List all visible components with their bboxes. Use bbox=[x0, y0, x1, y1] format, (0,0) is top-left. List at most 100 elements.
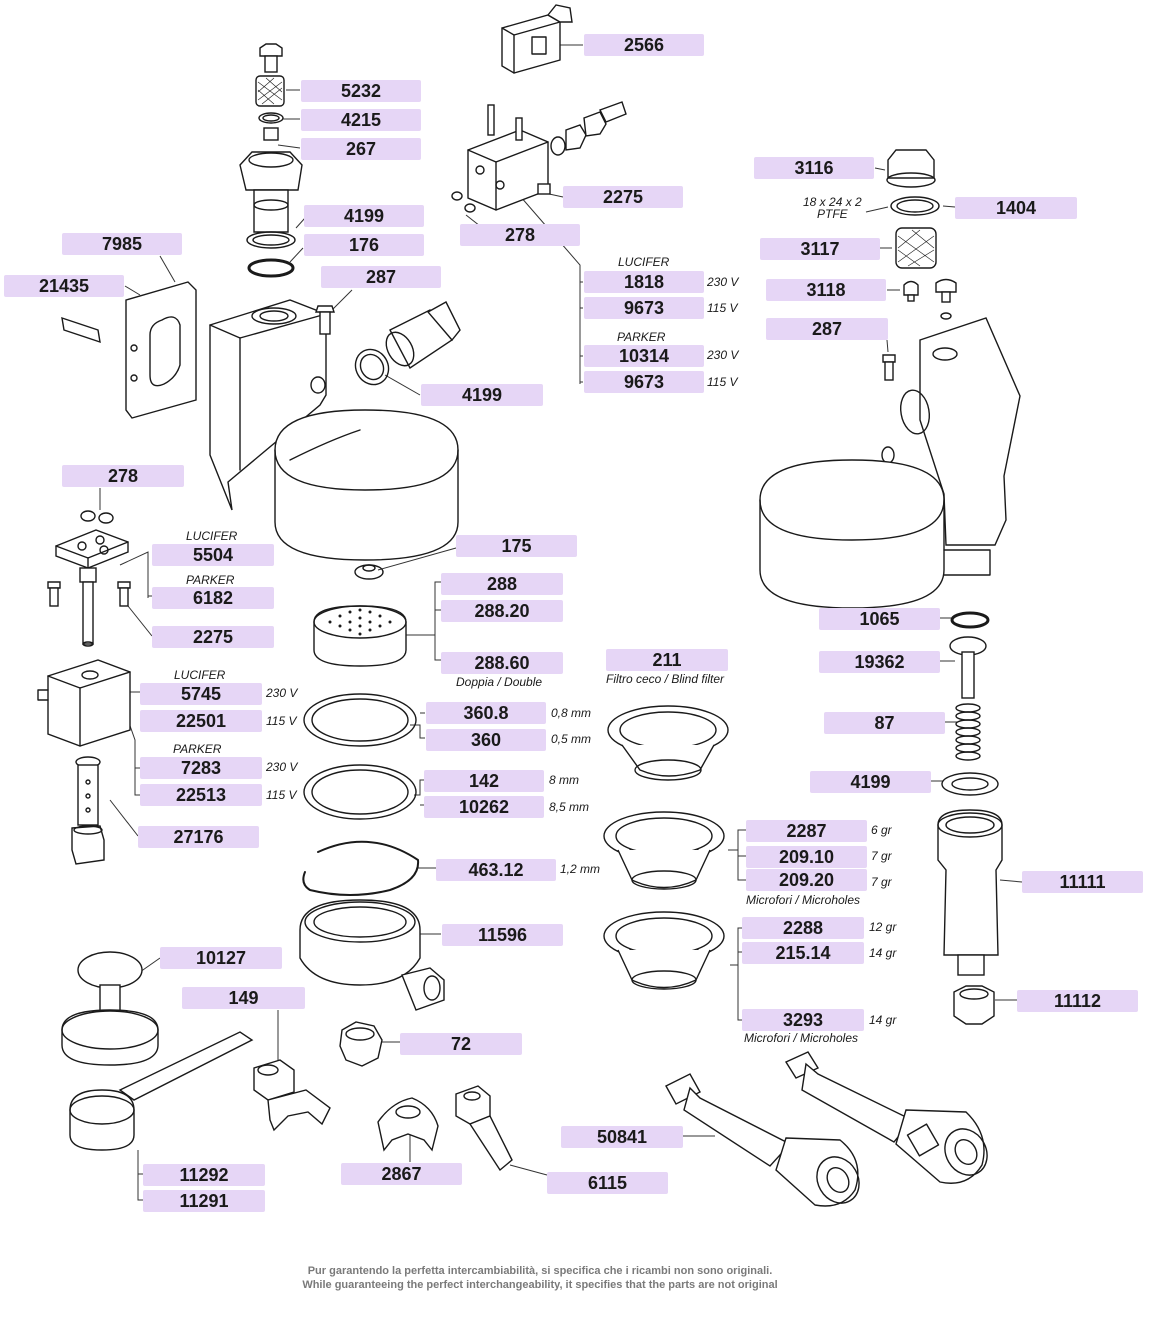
label-1818: 1818 bbox=[584, 271, 704, 293]
note-ptfe-size: 18 x 24 x 2 bbox=[803, 195, 862, 209]
label-22513: 22513 bbox=[140, 784, 262, 806]
note-0-5mm: 0,5 mm bbox=[551, 732, 592, 746]
label-209-20: 209.20 bbox=[746, 869, 867, 891]
label-7283: 7283 bbox=[140, 757, 262, 779]
label-50841: 50841 bbox=[561, 1126, 683, 1148]
label-360-8: 360.8 bbox=[426, 702, 546, 724]
label-10262: 10262 bbox=[424, 796, 544, 818]
label-6182: 6182 bbox=[152, 587, 274, 609]
label-4215: 4215 bbox=[301, 109, 421, 131]
solenoid-coil-left bbox=[37, 659, 131, 747]
shower-screen bbox=[313, 605, 407, 667]
label-19362: 19362 bbox=[819, 651, 940, 673]
label-11112: 11112 bbox=[1017, 990, 1138, 1012]
label-10314: 10314 bbox=[584, 345, 704, 367]
label-5504: 5504 bbox=[152, 544, 274, 566]
leader-lines bbox=[99, 44, 1023, 1201]
group-body-left bbox=[61, 281, 459, 561]
group-body-right bbox=[759, 149, 1021, 609]
note-115v-d: 115 V bbox=[266, 788, 297, 802]
label-11111: 11111 bbox=[1022, 871, 1143, 893]
label-149: 149 bbox=[182, 987, 305, 1009]
note-parker-coil: PARKER bbox=[173, 742, 222, 756]
label-9673-a: 9673 bbox=[584, 297, 704, 319]
label-11292: 11292 bbox=[143, 1164, 265, 1186]
fitting-nipple bbox=[354, 301, 461, 386]
connector-plug-2566 bbox=[501, 4, 573, 74]
label-4199-mid: 4199 bbox=[421, 384, 543, 406]
portafilter-basket-holder bbox=[299, 899, 445, 1011]
label-287-right: 287 bbox=[766, 318, 888, 340]
note-parker-top: PARKER bbox=[617, 330, 666, 344]
blind-filter bbox=[607, 705, 729, 781]
label-2287: 2287 bbox=[746, 820, 867, 842]
note-6gr: 6 gr bbox=[871, 823, 892, 837]
footer-disclaimer-it: Pur garantendo la perfetta intercambiabi… bbox=[307, 1265, 773, 1277]
note-doppia: Doppia / Double bbox=[456, 675, 543, 689]
label-463-12: 463.12 bbox=[436, 859, 556, 881]
note-microfori-2: Microfori / Microholes bbox=[744, 1031, 859, 1045]
label-1065: 1065 bbox=[819, 608, 940, 630]
label-278-top: 278 bbox=[460, 224, 580, 246]
spout-angled bbox=[455, 1085, 513, 1172]
shower-screw-175 bbox=[354, 564, 384, 580]
note-lucifer-top: LUCIFER bbox=[618, 255, 670, 269]
label-288: 288 bbox=[441, 573, 563, 595]
label-3117: 3117 bbox=[760, 238, 880, 260]
label-11291: 11291 bbox=[143, 1190, 265, 1212]
note-230v-a: 230 V bbox=[707, 275, 739, 289]
nut-72 bbox=[339, 1021, 383, 1067]
label-5232: 5232 bbox=[301, 80, 421, 102]
wand-tube-2 bbox=[784, 1051, 988, 1184]
filter-screw-stack bbox=[239, 43, 303, 278]
note-12gr: 12 gr bbox=[869, 920, 897, 934]
label-2566: 2566 bbox=[584, 34, 704, 56]
label-142: 142 bbox=[424, 770, 544, 792]
spout-double bbox=[377, 1097, 439, 1152]
measuring-spoon bbox=[69, 1031, 254, 1151]
label-3116: 3116 bbox=[754, 157, 874, 179]
label-1404: 1404 bbox=[955, 197, 1077, 219]
label-2867: 2867 bbox=[341, 1163, 462, 1185]
note-14gr-b: 14 gr bbox=[869, 1013, 897, 1027]
label-288-60: 288.60 bbox=[441, 652, 563, 674]
note-115v-a: 115 V bbox=[707, 301, 738, 315]
label-2275-left: 2275 bbox=[152, 626, 274, 648]
label-360: 360 bbox=[426, 729, 546, 751]
note-7gr-a: 7 gr bbox=[871, 849, 892, 863]
label-22501: 22501 bbox=[140, 710, 262, 732]
label-7985: 7985 bbox=[62, 233, 182, 255]
label-2275-top: 2275 bbox=[563, 186, 683, 208]
label-11596: 11596 bbox=[442, 924, 563, 946]
label-4199-right: 4199 bbox=[810, 771, 931, 793]
tamper bbox=[61, 951, 159, 1066]
label-21435: 21435 bbox=[4, 275, 124, 297]
note-8mm: 8 mm bbox=[549, 773, 579, 787]
spring-87 bbox=[955, 703, 981, 761]
note-lucifer-left: LUCIFER bbox=[186, 529, 238, 543]
label-215-14: 215.14 bbox=[742, 942, 864, 964]
label-287-left: 287 bbox=[321, 266, 441, 288]
note-230v-b: 230 V bbox=[707, 348, 739, 362]
label-176: 176 bbox=[304, 234, 424, 256]
label-87: 87 bbox=[824, 712, 945, 734]
note-microfori-1: Microfori / Microholes bbox=[746, 893, 861, 907]
footer-disclaimer-en: While guaranteeing the perfect interchan… bbox=[302, 1279, 778, 1291]
label-72: 72 bbox=[400, 1033, 522, 1055]
note-1-2mm: 1,2 mm bbox=[560, 862, 601, 876]
note-14gr-a: 14 gr bbox=[869, 946, 897, 960]
spring-wire bbox=[302, 840, 420, 896]
label-209-10: 209.10 bbox=[746, 846, 867, 868]
note-filtro-ceco: Filtro ceco / Blind filter bbox=[606, 672, 725, 686]
note-230v-d: 230 V bbox=[266, 760, 298, 774]
valve-tube-left bbox=[71, 756, 105, 865]
note-8-5mm: 8,5 mm bbox=[549, 800, 590, 814]
wand-tube-1 bbox=[665, 1073, 860, 1207]
valve-stem-left bbox=[47, 510, 131, 647]
label-288-20: 288.20 bbox=[441, 600, 563, 622]
note-115v-c: 115 V bbox=[266, 714, 297, 728]
label-211: 211 bbox=[606, 649, 728, 671]
label-5745: 5745 bbox=[140, 683, 262, 705]
note-parker-left: PARKER bbox=[186, 573, 235, 587]
